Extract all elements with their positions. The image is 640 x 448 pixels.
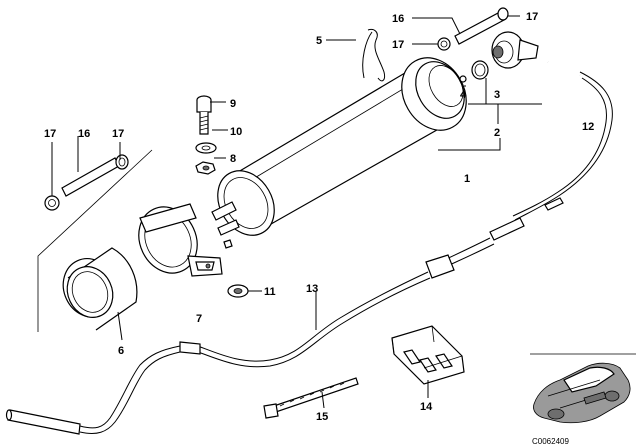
- callout-16-left: 16: [78, 128, 90, 140]
- callout-11: 11: [264, 286, 276, 298]
- callout-5: 5: [316, 35, 322, 47]
- callout-16-top: 16: [392, 13, 404, 25]
- callout-15: 15: [316, 411, 328, 423]
- callout-10: 10: [230, 126, 242, 138]
- callout-8: 8: [230, 153, 236, 165]
- callout-13: 13: [306, 283, 318, 295]
- spring-clip: [362, 29, 385, 82]
- line-holder: [391, 325, 465, 385]
- cable-tie: [263, 377, 359, 419]
- fuel-line-13: [5, 237, 495, 435]
- callout-2: 2: [494, 127, 500, 139]
- callout-17-left-b: 17: [112, 128, 124, 140]
- callout-12: 12: [582, 121, 594, 133]
- callout-labels: 1 2 3 4 5 6 7 8 9 10 11 12 13 14 15 16 1…: [44, 11, 594, 423]
- callout-1: 1: [464, 173, 470, 185]
- leader-lines: [51, 15, 542, 409]
- callout-7: 7: [196, 313, 202, 325]
- callout-3: 3: [494, 89, 500, 101]
- washer: [227, 284, 249, 298]
- fuel-line-12: [489, 60, 613, 241]
- vehicle-thumbnail: [530, 353, 636, 424]
- callout-4: 4: [460, 89, 467, 101]
- callout-17-left-a: 17: [44, 128, 56, 140]
- callout-17-top-mid: 17: [392, 39, 404, 51]
- catalog-number: C0062409: [532, 437, 569, 446]
- mounting-bracket: [138, 203, 223, 277]
- hose-16-top: [437, 7, 509, 51]
- rubber-sleeve: [62, 247, 138, 331]
- hose-16-left: [44, 154, 129, 211]
- callout-14: 14: [420, 401, 433, 413]
- callout-17-top-right: 17: [526, 11, 538, 23]
- callout-6: 6: [118, 345, 124, 357]
- callout-9: 9: [230, 98, 236, 110]
- pressure-regulator: [459, 31, 539, 83]
- bolt-washer-nut: [195, 95, 217, 175]
- group-separator: [37, 149, 153, 332]
- fuel-filter-housing: [211, 57, 467, 249]
